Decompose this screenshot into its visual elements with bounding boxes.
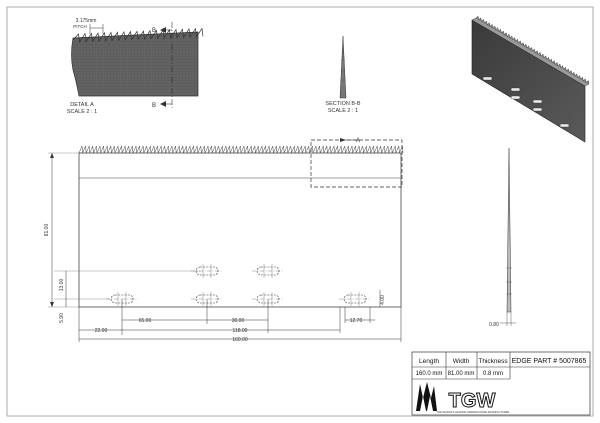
slot-group <box>106 264 371 306</box>
dim-slot-row-gap: 13.00 <box>59 279 65 292</box>
value-width: 81.00 mm <box>448 371 475 377</box>
detail-a-title: DETAIL A <box>70 102 94 108</box>
dim-height: 81.00 <box>44 224 50 237</box>
dim-x5: 160.00 <box>232 337 248 343</box>
dim-x1: 22.00 <box>95 328 108 334</box>
part-number: EDGE PART # 5007865 <box>512 358 587 365</box>
section-marker-bottom: B <box>152 103 156 109</box>
section-marker-top: B <box>152 28 156 34</box>
header-length: Length <box>419 358 439 365</box>
main-view: A 81.00 13.00 5.90 <box>44 138 404 343</box>
sheet-border <box>6 6 594 417</box>
dim-slot-height: 4.00 <box>380 295 386 305</box>
pitch-label: PITCH <box>73 24 87 29</box>
dim-x4: 118.00 <box>233 328 248 334</box>
detail-a-callout <box>310 139 403 188</box>
detail-a-scale: SCALE 2 : 1 <box>67 109 97 115</box>
detail-a-teeth <box>72 27 204 43</box>
main-teeth <box>78 145 404 154</box>
section-bb-title: SECTION B-B <box>325 101 360 107</box>
dim-x3: 30.00 <box>232 318 245 324</box>
section-bb-profile <box>339 35 347 99</box>
blade-outline <box>78 152 402 308</box>
header-thickness: Thickness <box>478 358 508 365</box>
iso-blade-face <box>471 19 586 143</box>
dim-x2: 65.00 <box>139 318 152 324</box>
value-length: 160.0 mm <box>416 371 443 377</box>
side-view: 0.80 <box>489 147 516 328</box>
pitch-dimension: 3.175mm <box>76 18 97 24</box>
isometric-view <box>471 15 590 143</box>
header-width: Width <box>453 358 470 365</box>
value-thickness: 0.8 mm <box>483 371 503 377</box>
dim-slot-width: 12.70 <box>350 318 363 324</box>
dim-bottom-gap: 5.90 <box>59 313 65 323</box>
detail-a-blade <box>71 31 199 97</box>
detail-a-marker: A <box>356 138 360 144</box>
dim-thickness: 0.80 <box>489 322 499 328</box>
horizontal-dimensions <box>78 290 402 342</box>
tgw-logo: TGW THE WORLD'S LEADING MODERN KNIFE MAN… <box>416 382 510 414</box>
section-bb-view: SECTION B-B SCALE 2 : 1 <box>325 35 361 114</box>
iso-teeth <box>475 15 590 85</box>
title-block: Length Width Thickness 160.0 mm 81.00 mm… <box>411 351 591 416</box>
detail-a-view: 3.175mm PITCH B B DETAIL A SCALE 2 : 1 <box>67 18 204 115</box>
logo-text: TGW <box>449 390 496 412</box>
iso-slots <box>482 76 570 128</box>
section-bb-scale: SCALE 2 : 1 <box>328 108 358 114</box>
side-profile <box>506 147 512 313</box>
logo-tagline: THE WORLD'S LEADING MODERN KNIFE MANUFAC… <box>437 410 510 414</box>
